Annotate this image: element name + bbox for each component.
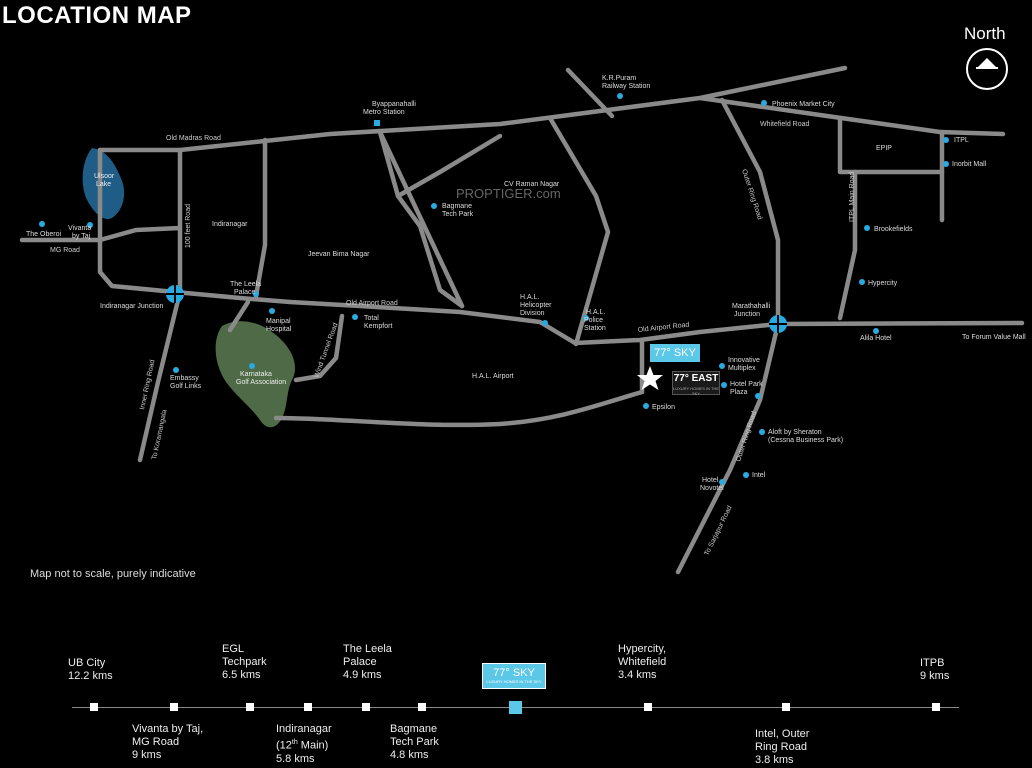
ulsoor-lake [82, 148, 125, 220]
label-indiranagar: Indiranagar [212, 221, 248, 228]
label-hal-airport: H.A.L. Airport [472, 373, 514, 380]
timeline-marker [90, 703, 98, 711]
road-old-airport-2: Old Airport Road [637, 322, 689, 334]
road-network [19, 65, 1025, 575]
timeline-marker [418, 703, 426, 711]
road-old-airport-1: Old Airport Road [346, 300, 398, 307]
page-title: LOCATION MAP [2, 2, 192, 29]
compass-icon [966, 48, 1008, 90]
road-whitefield: Whitefield Road [760, 121, 810, 128]
label-itpl: ITPL [954, 137, 969, 144]
timeline-marker [362, 703, 370, 711]
road-outer-ring-2: Outer Ring Road [735, 410, 758, 462]
distance-itpb: ITPB 9 kms [920, 657, 950, 682]
road-mg: MG Road [50, 247, 80, 254]
distance-bagmane: Bagmane Tech Park 4.8 kms [390, 723, 439, 761]
project-sky-badge: 77° SKY [650, 344, 700, 362]
label-epip: EPIP [876, 145, 892, 152]
label-cv-raman: CV Raman Nagar [504, 181, 560, 188]
road-old-madras: Old Madras Road [166, 135, 221, 142]
timeline-project-badge: 77° SKY LUXURY HOMES IN THE SKY [482, 663, 546, 689]
label-jeevan-bima-nagar: Jeevan Bima Nagar [308, 251, 370, 258]
project-star [637, 366, 663, 390]
watermark: PROPTIGER.com [456, 186, 561, 201]
distance-egl: EGL Techpark 6.5 kms [222, 643, 267, 681]
project-east-badge: 77° EAST LUXURY HOMES IN THE SKY [672, 371, 720, 396]
road-100-feet: 100 feet Road [185, 204, 192, 248]
timeline-marker [304, 703, 312, 711]
timeline-marker [932, 703, 940, 711]
timeline-marker-project [509, 701, 522, 714]
road-koramangala: To Koramangala [151, 409, 168, 460]
distance-vivanta: Vivanta by Taj, MG Road 9 kms [132, 723, 204, 761]
label-forum: To Forum Value Mall [962, 334, 1026, 341]
label-the-oberoi: The Oberoi [26, 231, 61, 238]
distance-hypercity: Hypercity, Whitefield 3.4 kms [618, 643, 667, 681]
timeline-project-tagline: LUXURY HOMES IN THE SKY [486, 679, 542, 684]
distance-leela: The Leela Palace 4.9 kms [343, 643, 392, 681]
distance-indiranagar: Indiranagar (12th Main) 5.8 kms [276, 723, 332, 765]
project-tagline: LUXURY HOMES IN THE SKY [673, 386, 720, 396]
timeline-marker [246, 703, 254, 711]
compass-bar [976, 67, 998, 69]
label-inorbit: Inorbit Mall [952, 161, 987, 168]
distance-intel: Intel, Outer Ring Road 3.8 kms [755, 728, 810, 766]
label-brookefields: Brookefields [874, 226, 913, 233]
poi-markers [39, 93, 949, 485]
label-epsilon: Epsilon [652, 404, 675, 411]
label-hypercity: Hypercity [868, 280, 898, 287]
label-indiranagar-junction: Indiranagar Junction [100, 303, 164, 310]
timeline-project-label: 77° SKY [493, 667, 535, 679]
north-arrow-icon [978, 58, 996, 67]
road-itpl-main: ITPL Main Road [849, 172, 856, 222]
timeline-marker [170, 703, 178, 711]
distance-ub-city: UB City 12.2 kms [68, 657, 113, 682]
label-phoenix: Phoenix Market City [772, 101, 835, 108]
road-labels: Old Madras Road MG Road 100 feet Road Ol… [50, 121, 856, 557]
golf-course [215, 321, 296, 428]
project-sky-label: 77° SKY [654, 347, 696, 359]
label-alila: Alila Hotel [860, 335, 892, 342]
timeline-marker [644, 703, 652, 711]
scale-note: Map not to scale, purely indicative [30, 568, 196, 580]
timeline-marker [782, 703, 790, 711]
label-intel: Intel [752, 472, 766, 479]
junction-indiranagar [166, 285, 184, 303]
north-label: North [964, 24, 1006, 43]
project-east-label: 77° EAST [673, 373, 719, 384]
junction-marathahalli [769, 315, 787, 333]
label-aloft: Aloft by Sheraton(Cessna Business Park) [768, 429, 843, 444]
